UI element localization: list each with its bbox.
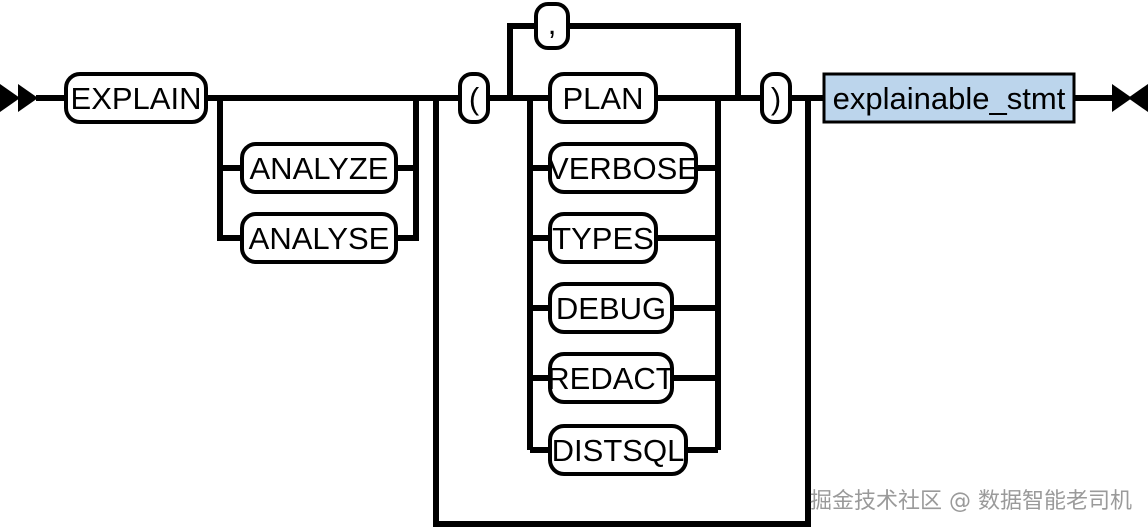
watermark-text: 掘金技术社区 @ 数据智能老司机 [810, 489, 1132, 514]
verbose-option: VERBOSE [548, 142, 698, 194]
analyze-keyword: ANALYZE [240, 142, 398, 194]
end-marker-icon [1112, 84, 1148, 112]
open-paren-symbol: ( [458, 72, 490, 124]
debug-option: DEBUG [548, 282, 674, 334]
analyse-keyword-label: ANALYSE [249, 221, 390, 256]
open-paren-label: ( [469, 81, 480, 116]
distsql-option-label: DISTSQL [552, 433, 685, 468]
explain-keyword: EXPLAIN [64, 72, 208, 124]
explain-keyword-label: EXPLAIN [71, 81, 202, 116]
analyse-keyword: ANALYSE [240, 212, 398, 264]
comma-symbol: , [534, 2, 570, 50]
start-marker-icon [0, 84, 38, 112]
explainable-stmt-label: explainable_stmt [833, 81, 1066, 116]
plan-option-label: PLAN [563, 81, 644, 116]
types-option-label: TYPES [552, 221, 654, 256]
redact-option-label: REDACT [547, 361, 675, 396]
analyze-keyword-label: ANALYZE [250, 151, 389, 186]
types-option: TYPES [548, 212, 658, 264]
distsql-option: DISTSQL [548, 424, 688, 476]
explainable-stmt-node: explainable_stmt [822, 72, 1076, 124]
comma-label: , [548, 6, 557, 41]
debug-option-label: DEBUG [556, 291, 666, 326]
plan-option: PLAN [548, 72, 658, 124]
verbose-option-label: VERBOSE [548, 151, 698, 186]
close-paren-label: ) [771, 81, 781, 116]
close-paren-symbol: ) [760, 72, 792, 124]
redact-option: REDACT [547, 352, 675, 404]
connector-lines [36, 23, 1114, 527]
